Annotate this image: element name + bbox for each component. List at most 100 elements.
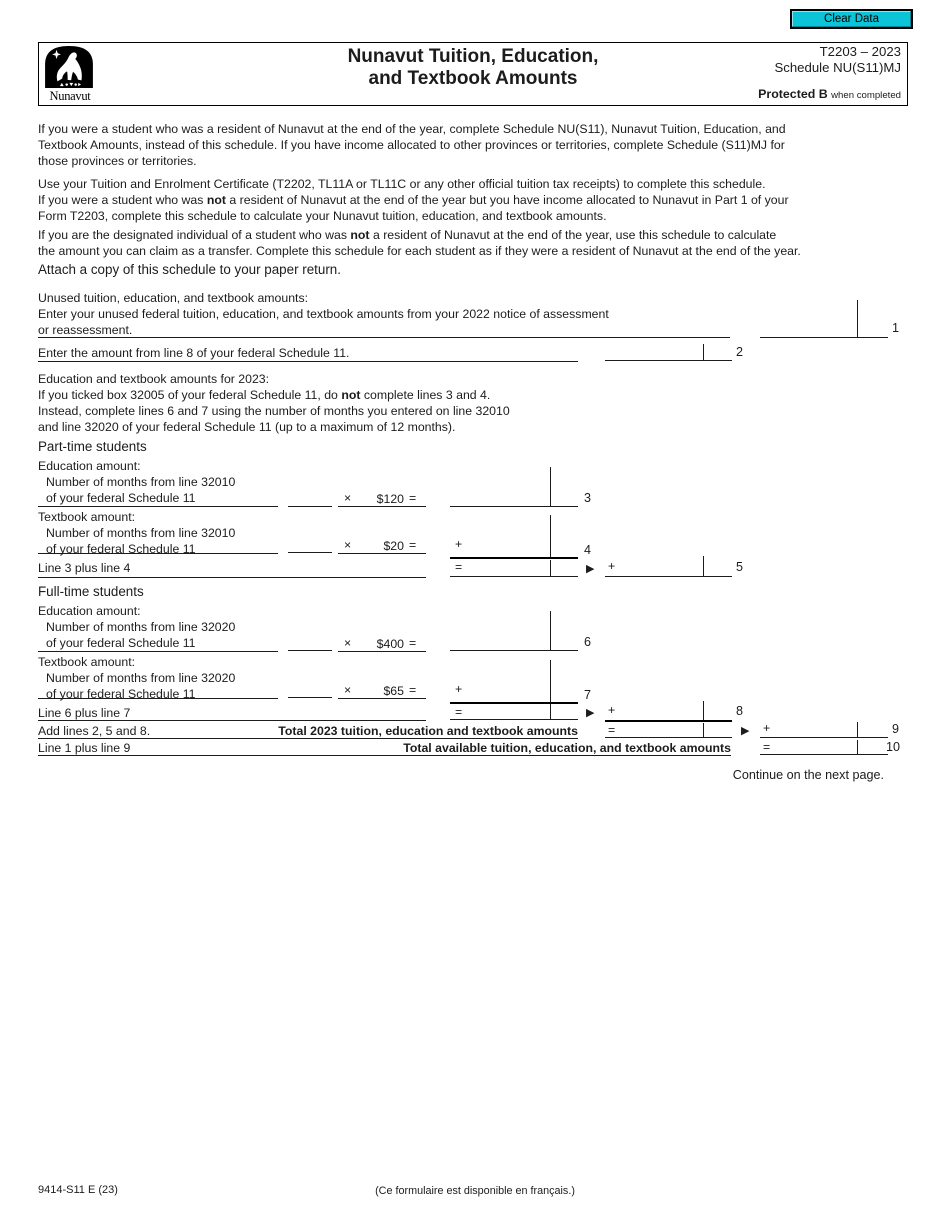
line2-rule xyxy=(38,361,578,363)
line5-result-field[interactable] xyxy=(450,560,578,577)
pt-txt-months-field[interactable] xyxy=(288,539,332,553)
pt-edu-equals: = xyxy=(409,491,417,505)
line1-amount-field[interactable] xyxy=(760,300,888,338)
ft-txt-equals: = xyxy=(409,683,417,697)
intro-p2-line2: If you were a student who was not a resi… xyxy=(38,192,789,208)
total-2023-label: Total 2023 tuition, education and textbo… xyxy=(278,724,578,738)
pt-edu-rate-rule xyxy=(338,506,426,508)
line8-result-field[interactable] xyxy=(450,704,578,720)
pt-txt-rate: $20 xyxy=(383,539,404,553)
line3-amount-field[interactable] xyxy=(450,467,578,507)
line9-result-field[interactable] xyxy=(605,723,732,738)
line3-cents-divider xyxy=(549,467,551,506)
ft-edu-label-rule xyxy=(38,651,278,653)
edu2023-not: not xyxy=(341,388,361,402)
ft-txt-rate: $65 xyxy=(383,684,404,698)
line4-number: 4 xyxy=(584,543,592,557)
form-title-line2: and Textbook Amounts xyxy=(368,68,578,89)
line8-equals: = xyxy=(455,705,463,719)
clear-data-button[interactable]: Clear Data xyxy=(790,9,913,29)
pt-txt-months-line2: of your federal Schedule 11 xyxy=(46,542,196,556)
line1-cents-divider xyxy=(856,300,858,337)
line9-result-cents-divider xyxy=(702,723,704,737)
protected-b-label: Protected B when completed xyxy=(758,87,901,101)
line8-cents-divider xyxy=(702,701,704,720)
line9-plus: + xyxy=(763,721,771,735)
ft-edu-rate-rule xyxy=(338,651,426,653)
protected-b-suffix: when completed xyxy=(831,90,901,101)
line5-plus: + xyxy=(608,559,616,573)
line10-number: 10 xyxy=(886,740,901,754)
pt-edu-months-line2: of your federal Schedule 11 xyxy=(46,491,196,505)
ft-education-label: Education amount: xyxy=(38,604,141,618)
line7-amount-field[interactable] xyxy=(450,660,578,704)
pt-textbook-label: Textbook amount: xyxy=(38,510,136,524)
line7-plus: + xyxy=(455,682,463,696)
line2-amount-field[interactable] xyxy=(605,344,732,361)
line5-arrow-icon: ▶ xyxy=(586,563,595,575)
line9-equals: = xyxy=(608,723,616,737)
edu2023-note3: and line 32020 of your federal Schedule … xyxy=(38,420,456,434)
line4-plus: + xyxy=(455,537,463,551)
line5-label-rule xyxy=(38,577,426,579)
line1-number: 1 xyxy=(892,321,900,335)
part-time-heading: Part-time students xyxy=(38,439,147,454)
ft-txt-label-rule xyxy=(38,698,278,700)
line5-cents-divider xyxy=(702,556,704,576)
line5-amount-field[interactable] xyxy=(605,556,732,577)
line2-number: 2 xyxy=(736,345,744,359)
intro-p3-line1-pre: If you are the designated individual of … xyxy=(38,228,351,242)
edu2023-note1: If you ticked box 32005 of your federal … xyxy=(38,387,490,403)
line8-label-rule xyxy=(38,720,426,722)
line4-amount-field[interactable] xyxy=(450,515,578,559)
line6-amount-field[interactable] xyxy=(450,611,578,651)
pt-txt-rate-rule xyxy=(338,553,426,555)
protected-b-text: Protected B xyxy=(758,87,828,101)
line10-amount-field[interactable] xyxy=(760,740,888,755)
intro-p3-line2: the amount you can claim as a transfer. … xyxy=(38,244,801,258)
full-time-heading: Full-time students xyxy=(38,584,144,599)
ft-edu-months-field[interactable] xyxy=(288,637,332,651)
intro-p3-line1-post: a resident of Nunavut at the end of the … xyxy=(369,228,777,242)
footer-french-note: (Ce formulaire est disponible en françai… xyxy=(375,1185,575,1197)
ft-edu-months-line1: Number of months from line 32020 xyxy=(46,620,236,634)
ft-txt-months-field[interactable] xyxy=(288,684,332,698)
form-code: T2203 – 2023 xyxy=(819,44,901,59)
pt-edu-rate: $120 xyxy=(376,492,404,506)
line4-cents-divider xyxy=(549,515,551,557)
line8-arrow-icon: ▶ xyxy=(586,707,595,719)
ft-edu-times: × xyxy=(344,636,352,650)
intro-p2-line2-post: a resident of Nunavut at the end of the … xyxy=(225,193,789,207)
ft-txt-rate-rule xyxy=(338,698,426,700)
ft-edu-rate: $400 xyxy=(376,637,404,651)
schedule-code: Schedule NU(S11)MJ xyxy=(774,60,901,75)
line9-cents-divider xyxy=(856,722,858,737)
line8-plus: + xyxy=(608,703,616,717)
intro-p3-not: not xyxy=(350,228,370,242)
pt-education-label: Education amount: xyxy=(38,459,141,473)
pt-txt-equals: = xyxy=(409,538,417,552)
form-header: Nunavut Nunavut Tuition, Education, and … xyxy=(38,42,908,106)
intro-p3-line1: If you are the designated individual of … xyxy=(38,227,776,243)
ft-txt-months-line2: of your federal Schedule 11 xyxy=(46,687,196,701)
intro-p1-line3: those provinces or territories. xyxy=(38,154,197,168)
pt-txt-months-line1: Number of months from line 32010 xyxy=(46,526,236,540)
intro-p1-line1: If you were a student who was a resident… xyxy=(38,122,786,136)
add-lines-label: Add lines 2, 5 and 8. xyxy=(38,724,151,738)
ft-edu-months-line2: of your federal Schedule 11 xyxy=(46,636,196,650)
line5-number: 5 xyxy=(736,560,744,574)
line8-amount-field[interactable] xyxy=(605,701,732,722)
line10-equals: = xyxy=(763,740,771,754)
ft-sum-label: Line 6 plus line 7 xyxy=(38,706,131,720)
line3-number: 3 xyxy=(584,491,592,505)
line9-label-rule xyxy=(38,738,578,740)
pt-edu-months-field[interactable] xyxy=(288,492,332,507)
edu2023-note1-pre: If you ticked box 32005 of your federal … xyxy=(38,388,342,402)
attach-note: Attach a copy of this schedule to your p… xyxy=(38,262,341,277)
line5-result-cents-divider xyxy=(549,560,551,576)
edu2023-note1-post: complete lines 3 and 4. xyxy=(360,388,491,402)
nunavut-wordmark: Nunavut xyxy=(49,89,91,103)
line9-amount-field[interactable] xyxy=(760,722,888,738)
intro-p2-line2-pre: If you were a student who was xyxy=(38,193,207,207)
